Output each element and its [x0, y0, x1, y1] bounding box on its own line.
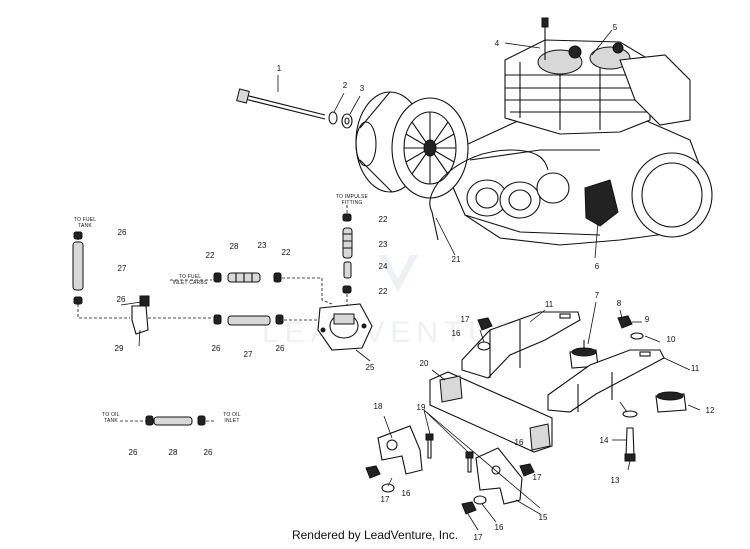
callout-26-d: 26 [276, 344, 285, 353]
footer-credit: Rendered by LeadVenture, Inc. [291, 528, 459, 542]
callout-17-b: 17 [381, 495, 390, 504]
note-to-fuel-inlet-carbs-2: INLET CARBS [173, 280, 208, 286]
callout-22-c: 22 [379, 215, 388, 224]
callout-10: 10 [667, 335, 676, 344]
note-to-fuel-tank-2: TANK [78, 223, 92, 229]
callout-22-a: 22 [206, 251, 215, 260]
callout-13: 13 [611, 476, 620, 485]
callout-17-c: 17 [474, 533, 483, 542]
callout-26-e: 26 [129, 448, 138, 457]
callout-labels: 1 2 3 4 5 6 7 8 9 10 11 11 12 13 14 15 1… [115, 23, 715, 542]
callout-25: 25 [366, 363, 375, 372]
callout-22-d: 22 [379, 287, 388, 296]
callout-18: 18 [374, 402, 383, 411]
note-to-oil-inlet-2: INLET [224, 418, 239, 424]
callout-27-a: 27 [118, 264, 127, 273]
callout-16-a: 16 [452, 329, 461, 338]
note-to-impulse-fitting-1: TO IMPULSE [336, 194, 369, 200]
callout-29: 29 [115, 344, 124, 353]
callout-16-b: 16 [402, 489, 411, 498]
callout-26-a: 26 [118, 228, 127, 237]
callout-26-f: 26 [204, 448, 213, 457]
note-to-oil-inlet-1: TO OIL [223, 412, 241, 418]
callout-6: 6 [595, 262, 600, 271]
fuel-lines [72, 205, 373, 426]
callout-28-a: 28 [230, 242, 239, 251]
note-to-oil-tank-2: TANK [104, 418, 118, 424]
callout-4: 4 [495, 39, 500, 48]
callout-27-b: 27 [244, 350, 253, 359]
callout-26-b: 26 [117, 295, 126, 304]
callout-22-b: 22 [282, 248, 291, 257]
callout-23-a: 23 [258, 241, 267, 250]
callout-19: 19 [417, 403, 426, 412]
callout-12: 12 [706, 406, 715, 415]
note-to-fuel-inlet-carbs-1: TO FUEL [179, 274, 201, 280]
callout-9: 9 [645, 315, 650, 324]
callout-16-d: 16 [515, 438, 524, 447]
callout-8: 8 [617, 299, 622, 308]
callout-21: 21 [452, 255, 461, 264]
callout-17-d: 17 [533, 473, 542, 482]
callout-7: 7 [595, 291, 600, 300]
note-to-fuel-tank-1: TO FUEL [74, 217, 96, 223]
engine-assembly [355, 17, 713, 246]
callout-11-upper: 11 [545, 300, 554, 309]
clutch-bolt [236, 88, 353, 129]
callout-28-b: 28 [169, 448, 178, 457]
callout-16-c: 16 [495, 523, 504, 532]
callout-14: 14 [600, 436, 609, 445]
callout-2: 2 [343, 81, 348, 90]
callout-15: 15 [539, 513, 548, 522]
note-to-oil-tank-1: TO OIL [102, 412, 120, 418]
callout-23-b: 23 [379, 240, 388, 249]
callout-26-c: 26 [212, 344, 221, 353]
mount-brackets [365, 311, 687, 515]
leader-lines [120, 29, 701, 531]
callout-24: 24 [379, 262, 388, 271]
callout-3: 3 [360, 84, 365, 93]
callout-20: 20 [420, 359, 429, 368]
callout-1: 1 [277, 64, 282, 73]
callout-5: 5 [613, 23, 618, 32]
routing-notes: TO FUEL TANK TO FUEL INLET CARBS TO IMPU… [74, 194, 369, 424]
callout-11-lower: 11 [691, 364, 700, 373]
note-to-impulse-fitting-2: FITTING [342, 200, 363, 206]
callout-17-a: 17 [461, 315, 470, 324]
